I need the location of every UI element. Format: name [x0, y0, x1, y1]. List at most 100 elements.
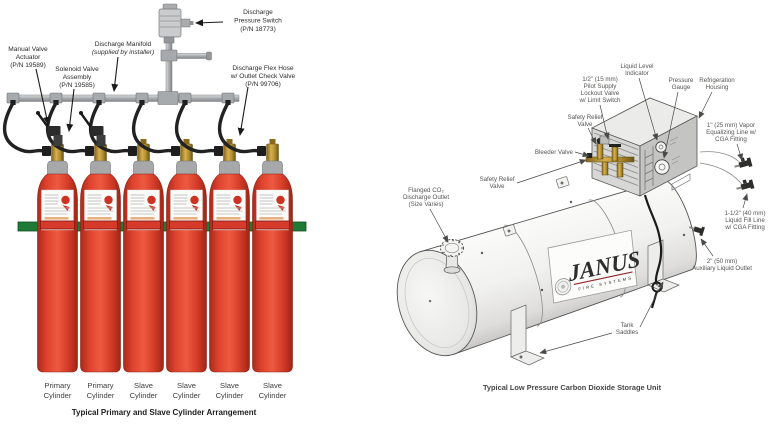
- cylinder-name-line: Cylinder: [216, 391, 244, 400]
- label-line: Tank: [620, 322, 634, 329]
- tank-saddles: [510, 239, 680, 366]
- label-line: 1-1/2" (40 mm): [724, 210, 765, 217]
- label-line: Assembly: [63, 74, 92, 81]
- cylinder-name-line: Slave: [220, 381, 239, 390]
- label-auxiliary-outlet: 2" (50 mm) Auxiliary Liquid Outlet: [692, 258, 752, 272]
- label-line: Solenoid Valve: [55, 66, 99, 73]
- auxiliary-liquid-outlet-fitting: [689, 226, 705, 237]
- label-line: Housing: [706, 84, 729, 91]
- cylinder-name: Slave Cylinder: [216, 381, 244, 400]
- label-line: (supplied by installer): [92, 49, 154, 56]
- cylinder-name: Primary Cylinder: [87, 381, 115, 400]
- cylinder-name-line: Cylinder: [130, 391, 158, 400]
- label-line: Liquid Fill Line: [725, 217, 765, 224]
- label-safety-relief-upper: Safety Relief Valve: [567, 114, 602, 128]
- leader-liquid-fill: [742, 193, 749, 209]
- leader-vapor-equalizing: [736, 143, 743, 161]
- label-line: (P/N 18773): [240, 26, 276, 33]
- label-line: Auxiliary Liquid Outlet: [692, 265, 752, 272]
- cylinder-name: Slave Cylinder: [130, 381, 158, 400]
- leader-pressure-gauge: [662, 91, 679, 159]
- label-vapor-equalizing: 1" (25 mm) Vapor Equalizing Line w/ CGA …: [706, 122, 756, 143]
- label-line: (P/N 19585): [59, 82, 95, 89]
- leader-solenoid-valve: [66, 88, 75, 132]
- refrigeration-housing: [591, 97, 698, 197]
- housing-vent: [671, 173, 691, 191]
- label-refrigeration-housing: Refrigeration Housing: [699, 77, 735, 91]
- cylinder-name-line: Primary: [44, 381, 70, 390]
- label-bleeder-valve: Bleeder Valve: [535, 149, 574, 156]
- cylinder-arrangement-diagram: Manual Valve Actuator (P/N 19589) Soleno…: [2, 3, 307, 417]
- liquid-fill-fitting: [736, 179, 755, 190]
- label-line: Actuator: [16, 54, 41, 61]
- cylinder-name-line: Cylinder: [87, 391, 115, 400]
- discharge-manifold-pipe: [6, 91, 240, 105]
- label-line: Safety Relief: [567, 114, 602, 121]
- cylinder-name-line: Slave: [177, 381, 196, 390]
- janus-placard: JANUS FIRE SYSTEMS: [547, 229, 641, 304]
- cylinder-name-line: Slave: [263, 381, 282, 390]
- leader-safety-relief-lower: [516, 159, 587, 184]
- label-line: Pilot Supply: [584, 83, 618, 90]
- label-pressure-gauge: Pressure Gauge: [669, 77, 694, 91]
- label-line: Discharge Outlet: [403, 194, 449, 201]
- label-flanged-outlet: Flanged CO₂ Discharge Outlet (Size Varie…: [403, 187, 449, 208]
- leader-pressure-switch: [195, 19, 224, 27]
- label-line: Discharge Flex Hose: [232, 65, 294, 72]
- pressure-gauge-dial: [654, 159, 670, 175]
- cylinder: [37, 138, 78, 373]
- manifold-cross-fitting: [157, 91, 179, 105]
- leader-flex-hose: [237, 86, 249, 136]
- label-line: Manual Valve: [8, 46, 48, 53]
- label-discharge-flex-hose: Discharge Flex Hose w/ Outlet Check Valv…: [230, 65, 296, 88]
- label-discharge-manifold: Discharge Manifold (supplied by installe…: [92, 41, 154, 56]
- cylinder: [123, 138, 164, 373]
- discharge-pressure-switch: [158, 3, 212, 96]
- label-line: 1/2" (15 mm): [582, 76, 618, 83]
- label-line: Safety Relief: [479, 176, 514, 183]
- label-line: Valve: [489, 183, 505, 190]
- leader-refrigeration-housing: [698, 91, 713, 119]
- cylinder-name-line: Cylinder: [173, 391, 201, 400]
- cylinder: [166, 138, 207, 373]
- label-line: w/ Limit Switch: [579, 97, 621, 104]
- cylinder-name-line: Cylinder: [44, 391, 72, 400]
- leader-manual-valve-actuator: [35, 68, 50, 125]
- label-line: (P/N 19589): [10, 62, 46, 69]
- storage-unit-diagram: JANUS FIRE SYSTEMS: [396, 63, 766, 392]
- label-line: Discharge: [243, 9, 273, 16]
- tank-valve-cluster: [585, 135, 635, 178]
- label-line: (Size Varies): [409, 201, 444, 208]
- cylinder: [252, 138, 293, 373]
- vapor-equalizing-fitting: [734, 157, 753, 168]
- leader-auxiliary-outlet: [700, 238, 714, 257]
- cylinder-name-labels: Primary Cylinder Primary Cylinder Slave …: [44, 381, 287, 400]
- lifting-lugs: [502, 176, 570, 237]
- label-line: Valve: [577, 121, 593, 128]
- cylinder-name: Primary Cylinder: [44, 381, 72, 400]
- leader-liquid-level: [638, 77, 659, 141]
- liquid-level-indicator-gauge: [655, 141, 667, 153]
- label-line: w/ Outlet Check Valve: [230, 73, 296, 80]
- label-line: Discharge Manifold: [95, 41, 152, 48]
- cylinder-name-line: Slave: [134, 381, 153, 390]
- label-line: Lockout Valve: [581, 90, 620, 97]
- leader-saddle-left: [539, 332, 613, 355]
- label-line: w/ CGA Fitting: [724, 224, 765, 231]
- label-line: (P/N 99706): [245, 81, 281, 88]
- label-manual-valve-actuator: Manual Valve Actuator (P/N 19589): [8, 46, 48, 69]
- left-caption: Typical Primary and Slave Cylinder Arran…: [72, 408, 257, 417]
- label-line: Pressure Switch: [234, 18, 282, 25]
- leader-saddle-right: [639, 281, 664, 328]
- label-line: Gauge: [672, 84, 691, 91]
- label-line: Saddles: [616, 329, 638, 336]
- cylinder-name: Slave Cylinder: [173, 381, 201, 400]
- label-line: Pressure: [669, 77, 694, 84]
- label-safety-relief-lower: Safety Relief Valve: [479, 176, 514, 190]
- manifold-stub-pipe: [176, 53, 209, 59]
- leader-discharge-manifold: [111, 56, 119, 92]
- label-solenoid-valve-assembly: Solenoid Valve Assembly (P/N 19585): [55, 66, 99, 89]
- cylinder-name-line: Primary: [87, 381, 113, 390]
